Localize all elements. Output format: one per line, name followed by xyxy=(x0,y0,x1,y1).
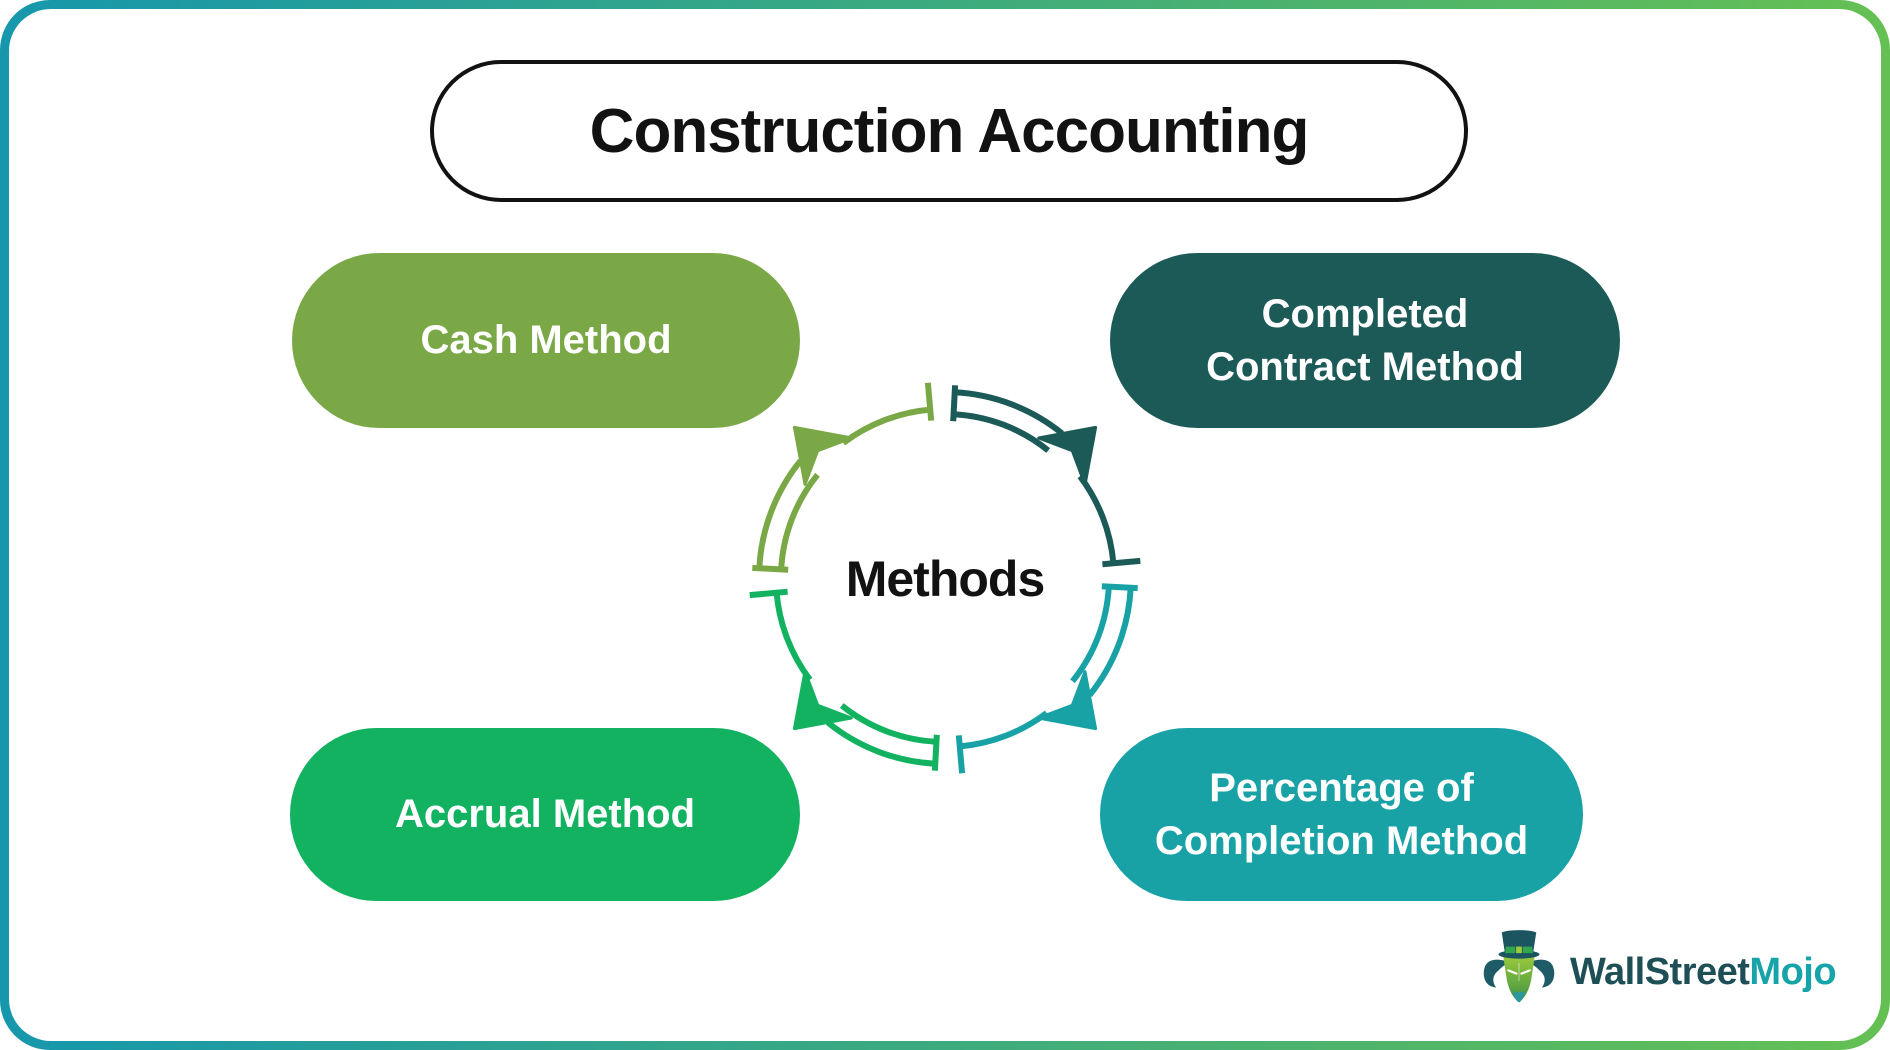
bull-mascot-icon xyxy=(1483,930,1555,1003)
cycle-arrow-bottom-left xyxy=(750,592,937,771)
method-pill-cash: Cash Method xyxy=(292,253,800,428)
title-box: Construction Accounting xyxy=(430,60,1468,202)
method-pill-label: Cash Method xyxy=(420,318,672,363)
brand-primary: WallStreet xyxy=(1570,950,1750,993)
brand-secondary: Mojo xyxy=(1749,950,1837,993)
method-pill-accrual: Accrual Method xyxy=(290,728,800,901)
method-pill-completed-contract: Completed Contract Method xyxy=(1110,253,1620,428)
cycle-arrow-top-right xyxy=(953,385,1140,564)
method-pill-percentage-of-completion: Percentage of Completion Method xyxy=(1100,728,1583,901)
cycle-arrow-bottom-right xyxy=(959,586,1138,773)
wallstreetmojo-logo: WallStreetMojo xyxy=(1478,924,1837,1020)
logo-text: WallStreetMojo xyxy=(1570,950,1837,994)
cycle-center-label: Methods xyxy=(845,551,1046,607)
cycle-arrow-top-left xyxy=(752,383,931,570)
page-title: Construction Accounting xyxy=(589,96,1310,166)
method-pill-label: Completed Contract Method xyxy=(1206,291,1524,389)
method-pill-label: Percentage of Completion Method xyxy=(1154,765,1529,863)
method-pill-label: Accrual Method xyxy=(394,792,696,837)
